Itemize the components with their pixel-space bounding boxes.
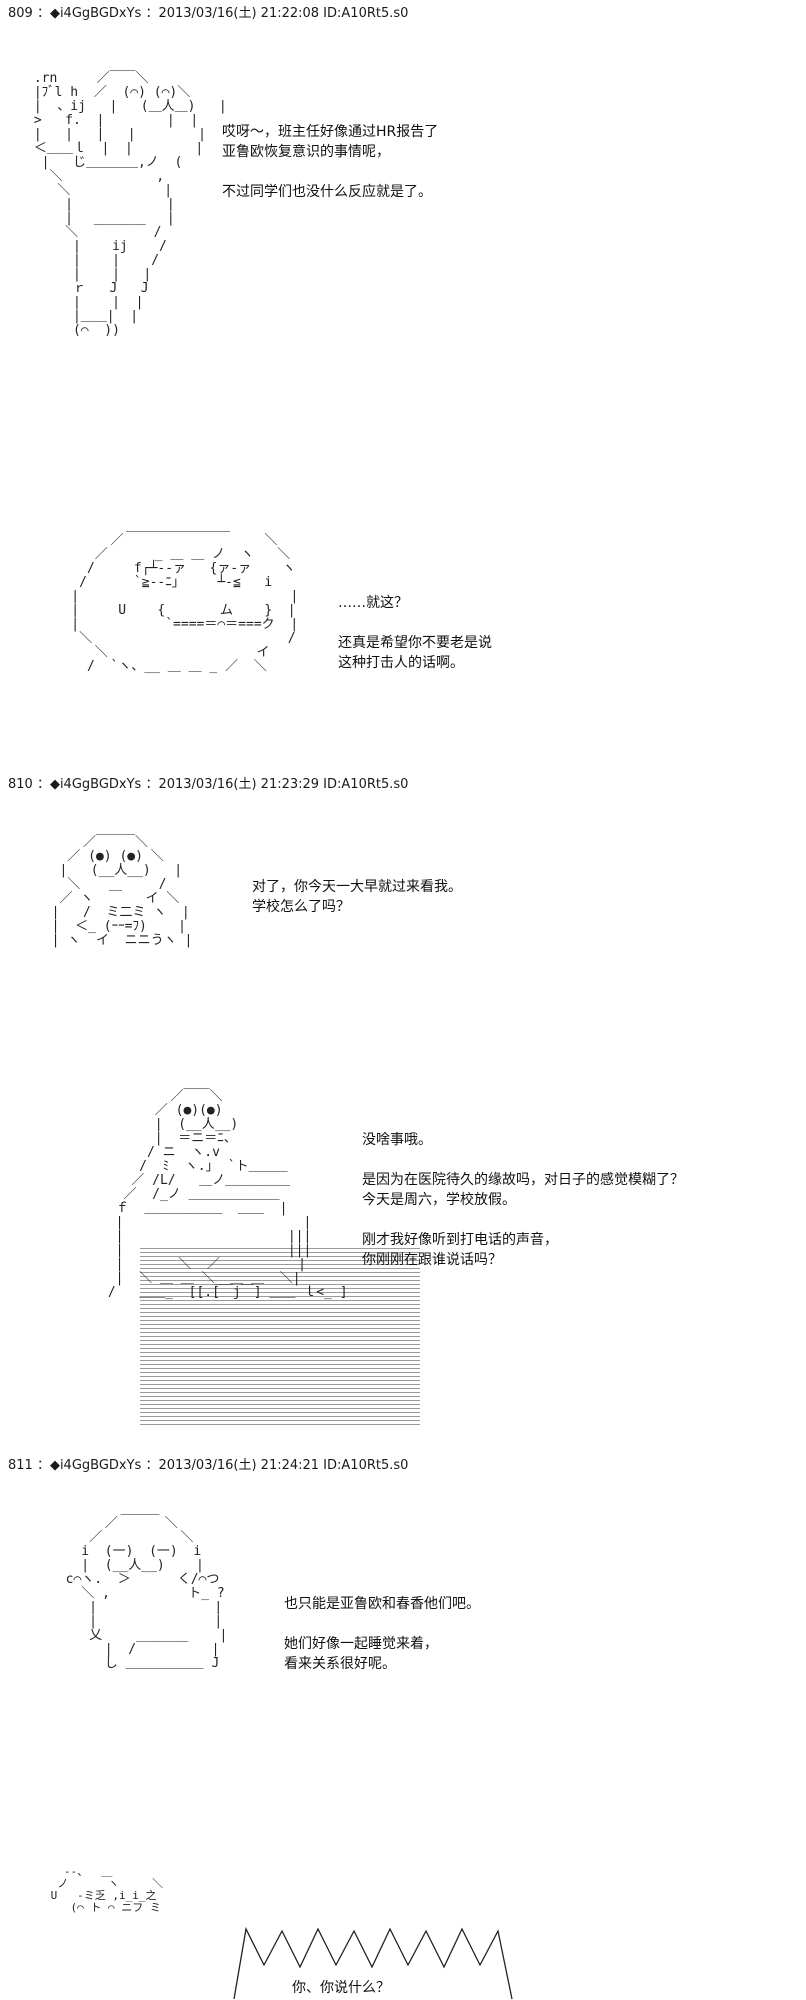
dialogue-block: 没啥事哦。 是因为在医院待久的缘故吗，对日子的感觉模糊了？ 今天是周六，学校放假… xyxy=(362,1130,684,1270)
dialogue-line: 亚鲁欧恢复意识的事情呢， xyxy=(222,144,390,160)
ascii-art-wide-eyed-character: ／￣￣￣＼ ／ (●) (●) ＼ | (__人__) | ＼ / ／ ヽ ￣ … xyxy=(51,835,193,948)
post-header: 809 ：◆i4GgBGDxYs ：2013/03/16(土) 21:22:08… xyxy=(8,6,409,21)
ascii-art-smiling-character: ＿＿＿ ／ ＼ ／ ＼ i (一) (一) i | (__人__) | c⌒ヽ.… xyxy=(65,1502,228,1671)
dialogue-line: 哎呀～，班主任好像通过HR报告了 xyxy=(222,124,439,140)
dialogue-line: 学校怎么了吗？ xyxy=(252,899,350,915)
dialogue-line: 也只能是亚鲁欧和春香他们吧。 xyxy=(284,1596,480,1612)
jagged-speech-bubble xyxy=(233,1926,513,2000)
dialogue-block: 对了，你今天一大早就过来看我。 学校怎么了吗？ xyxy=(252,877,462,917)
dialogue-line: 不过同学们也没什么反应就是了。 xyxy=(222,184,432,200)
ascii-art-shocked-character: ‐-、 ＿ ノ ヽ ＼ U ‐ミ乏 ,i_i_之 (⌒ ト ⌒ ニフ ミ xyxy=(50,1865,164,1914)
ascii-art-phone-character: ／￣￣＼ ／ (●)(●) | (__人__) | ＝ニ＝ﾆ、 / ニ ヽ.v … xyxy=(107,1089,348,1300)
dialogue-line: 看来关系很好呢。 xyxy=(284,1656,396,1672)
shading-hatch xyxy=(140,1245,420,1425)
dialogue-line: 你刚刚在跟谁说话吗？ xyxy=(362,1252,502,1268)
dialogue-block: 也只能是亚鲁欧和春香他们吧。 她们好像一起睡觉来着， 看来关系很好呢。 xyxy=(284,1594,480,1674)
dialogue-line: 还真是希望你不要老是说 xyxy=(338,635,492,651)
dialogue-line: 她们好像一起睡觉来着， xyxy=(284,1636,438,1652)
dialogue-line: 对了，你今天一大早就过来看我。 xyxy=(252,879,462,895)
ascii-art-laughing-character: .rn ／￣￣＼ |ﾌﾞl h ／ (⌒) (⌒)＼ | 、ij | (＿人＿)… xyxy=(33,71,227,338)
dialogue-block: 哎呀～，班主任好像通过HR报告了 亚鲁欧恢复意识的事情呢， 不过同学们也没什么反… xyxy=(222,122,438,202)
post-header: 811 ：◆i4GgBGDxYs ：2013/03/16(土) 21:24:21… xyxy=(8,1458,409,1473)
ascii-art-annoyed-character: ＿＿＿＿＿＿＿＿ ／ ＼ ／ _ ＿ ＿ ノ ヽ ＼ / f┌┴‐‐ァ {ァ‐ァ… xyxy=(71,519,299,674)
shout-text: 你、你说什么？ xyxy=(292,1980,390,1996)
dialogue-block: ……就这？ 还真是希望你不要老是说 这种打击人的话啊。 xyxy=(338,593,492,673)
dialogue-line: 今天是周六，学校放假。 xyxy=(362,1192,516,1208)
dialogue-line: ……就这？ xyxy=(338,595,408,611)
dialogue-line: 是因为在医院待久的缘故吗，对日子的感觉模糊了？ xyxy=(362,1172,684,1188)
dialogue-line: 刚才我好像听到打电话的声音， xyxy=(362,1232,558,1248)
post-header: 810 ：◆i4GgBGDxYs ：2013/03/16(土) 21:23:29… xyxy=(8,777,409,792)
dialogue-line: 这种打击人的话啊。 xyxy=(338,655,464,671)
dialogue-line: 没啥事哦。 xyxy=(362,1132,432,1148)
